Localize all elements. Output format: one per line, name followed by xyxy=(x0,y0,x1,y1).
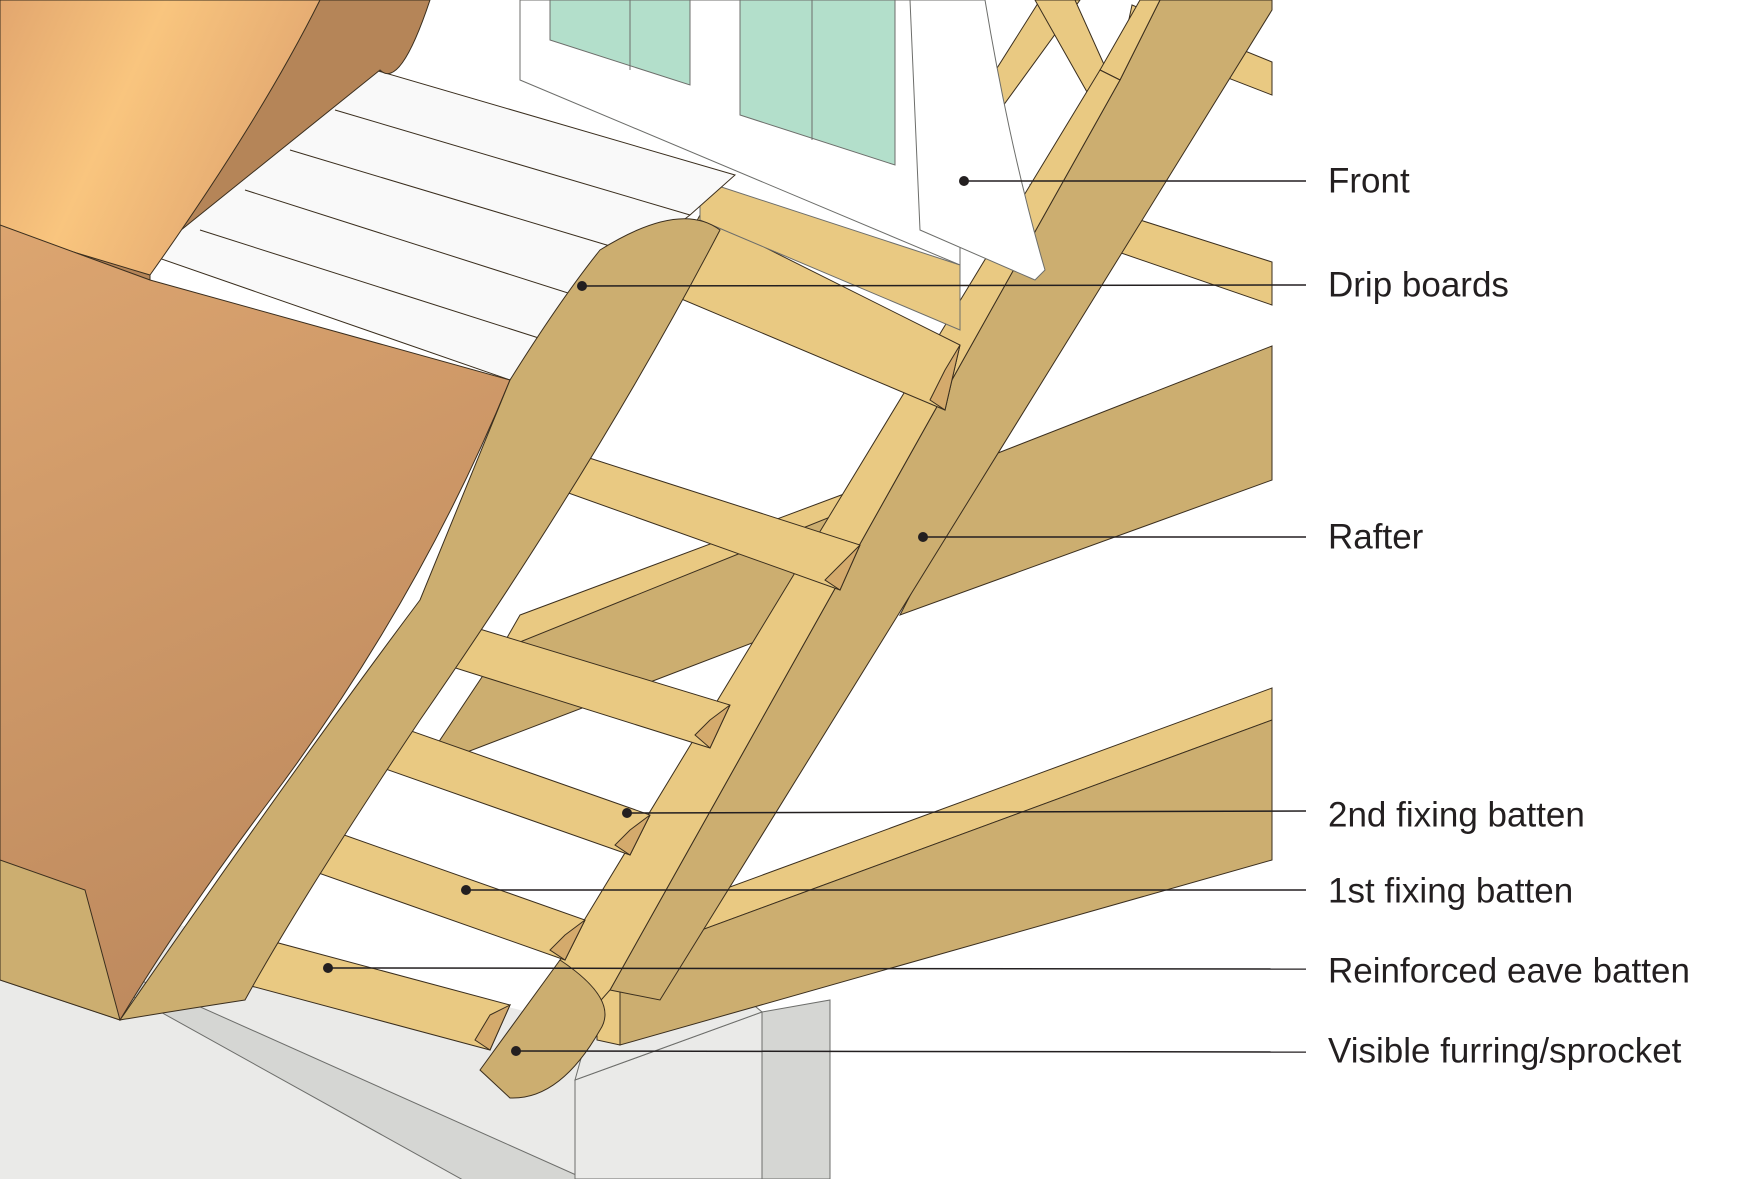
label-front: Front xyxy=(1328,161,1410,201)
label-drip-boards: Drip boards xyxy=(1328,265,1509,305)
label-2nd-fixing-batten: 2nd fixing batten xyxy=(1328,795,1585,835)
thatch-roof xyxy=(0,0,721,1021)
label-rafter: Rafter xyxy=(1328,517,1424,557)
wall xyxy=(0,905,831,1179)
label-1st-fixing-batten: 1st fixing batten xyxy=(1328,871,1574,911)
battens xyxy=(209,214,961,1051)
leader-lines xyxy=(327,180,1307,1053)
leader-dots xyxy=(323,176,969,1056)
drip-boards xyxy=(148,69,737,381)
label-visible-furring-sprocket: Visible furring/sprocket xyxy=(1328,1031,1682,1071)
label-reinforced-eave-batten: Reinforced eave batten xyxy=(1328,951,1690,991)
dormer-window xyxy=(519,0,1046,331)
